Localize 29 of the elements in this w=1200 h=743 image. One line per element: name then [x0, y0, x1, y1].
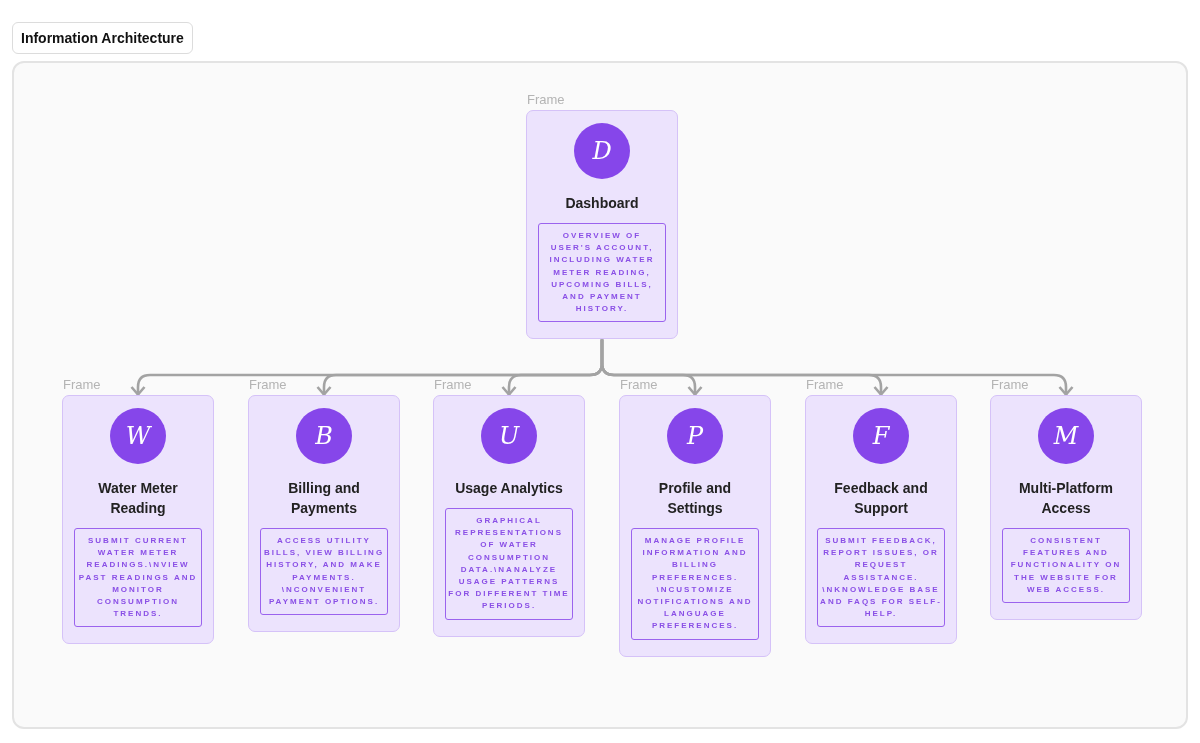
description-box: GRAPHICAL REPRESENTATIONS OF WATER CONSUMPTION DATA.\NANALYZE USAGE PATTERNS FOR DIFFERENT TIME PERIODS.: [445, 508, 573, 620]
frame-label: Frame: [63, 377, 101, 392]
card-title: Usage Analytics: [455, 479, 563, 498]
description-box: ACCESS UTILITY BILLS, VIEW BILLING HISTORY, AND MAKE PAYMENTS. \NCONVENIENT PAYMENT OPTIONS.: [260, 528, 388, 616]
frame-label: Frame: [991, 377, 1029, 392]
card-title: Billing and Payments: [287, 479, 361, 518]
letter-avatar: M: [1038, 408, 1094, 464]
description-box: MANAGE PROFILE INFORMATION AND BILLING PREFERENCES. \NCUSTOMIZE NOTIFICATIONS AND LANGUAGE PREFERENCES.: [631, 528, 759, 640]
description-box: CONSISTENT FEATURES AND FUNCTIONALITY ON THE WEBSITE FOR WEB ACCESS.: [1002, 528, 1130, 603]
frame-label: Frame: [527, 92, 565, 107]
description-box: OVERVIEW OF USER'S ACCOUNT, INCLUDING WATER METER READING, UPCOMING BILLS, AND PAYMENT HISTORY.: [538, 223, 666, 323]
frame-label: Frame: [806, 377, 844, 392]
card-title: Multi-Platform Access: [1017, 479, 1115, 518]
letter-avatar: B: [296, 408, 352, 464]
letter-avatar: W: [110, 408, 166, 464]
card-title: Feedback and Support: [833, 479, 929, 518]
frame-label: Frame: [249, 377, 287, 392]
letter-avatar: F: [853, 408, 909, 464]
card-title: Profile and Settings: [657, 479, 733, 518]
frame-label: Frame: [434, 377, 472, 392]
description-box: SUBMIT CURRENT WATER METER READINGS.\NVIEW PAST READINGS AND MONITOR CONSUMPTION TRENDS.: [74, 528, 202, 628]
title-tab: Information Architecture: [12, 22, 193, 54]
letter-avatar: U: [481, 408, 537, 464]
letter-avatar: P: [667, 408, 723, 464]
frame-label: Frame: [620, 377, 658, 392]
description-box: SUBMIT FEEDBACK, REPORT ISSUES, OR REQUEST ASSISTANCE. \NKNOWLEDGE BASE AND FAQS FOR SELF-HELP.: [817, 528, 945, 628]
letter-avatar: D: [574, 123, 630, 179]
card-title: Water Meter Reading: [97, 479, 179, 518]
card-title: Dashboard: [565, 194, 639, 213]
